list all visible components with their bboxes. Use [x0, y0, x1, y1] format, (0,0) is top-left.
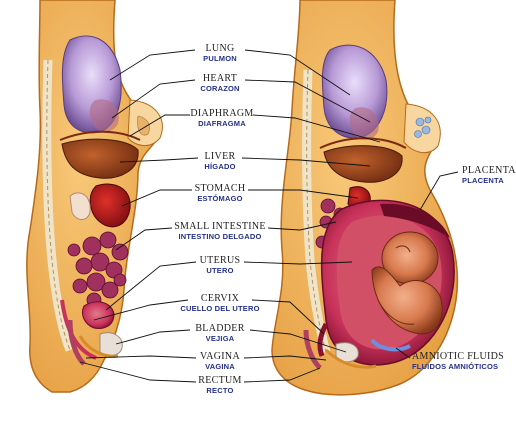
label-placenta: PLACENTA PLACENTA [462, 166, 516, 186]
label-vagina: VAGINA VAGINA [200, 352, 240, 372]
label-placenta-en: PLACENTA [462, 166, 516, 176]
left-figure [27, 0, 163, 392]
label-cervix: CERVIX CUELLO DEL UTERO [180, 294, 259, 314]
label-heart: HEART CORAZON [200, 74, 239, 94]
label-vagina-en: VAGINA [200, 352, 240, 362]
label-rectum: RECTUM RECTO [198, 376, 241, 396]
label-bladder-en: BLADDER [195, 324, 244, 334]
label-amniotic-fluids: AMNIOTIC FLUIDS FLUIDOS AMNIÓTICOS [412, 352, 504, 372]
left-bladder [100, 333, 122, 356]
label-lung: LUNG PULMON [203, 44, 237, 64]
label-stomach: STOMACH ESTÓMAGO [195, 184, 246, 204]
label-placenta-es: PLACENTA [462, 176, 516, 186]
label-rectum-es: RECTO [198, 386, 241, 396]
label-diaphragm: DIAPHRAGM DIAFRAGMA [190, 109, 253, 129]
label-lung-en: LUNG [203, 44, 237, 54]
label-liver: LIVER HÍGADO [204, 152, 235, 172]
label-bladder-es: VEJIGA [195, 334, 244, 344]
label-stomach-en: STOMACH [195, 184, 246, 194]
right-figure [272, 0, 457, 395]
label-heart-es: CORAZON [200, 84, 239, 94]
label-amniotic-fluids-es: FLUIDOS AMNIÓTICOS [412, 362, 504, 372]
label-cervix-en: CERVIX [180, 294, 259, 304]
label-liver-en: LIVER [204, 152, 235, 162]
label-vagina-es: VAGINA [200, 362, 240, 372]
label-amniotic-fluids-en: AMNIOTIC FLUIDS [412, 352, 504, 362]
label-heart-en: HEART [200, 74, 239, 84]
label-small-intestine-es: INTESTINO DELGADO [174, 232, 266, 242]
label-uterus: UTERUS UTERO [200, 256, 241, 276]
label-diaphragm-es: DIAFRAGMA [190, 119, 253, 129]
label-uterus-en: UTERUS [200, 256, 241, 266]
label-stomach-es: ESTÓMAGO [195, 194, 246, 204]
label-liver-es: HÍGADO [204, 162, 235, 172]
label-rectum-en: RECTUM [198, 376, 241, 386]
label-small-intestine: SMALL INTESTINE INTESTINO DELGADO [174, 222, 266, 242]
label-bladder: BLADDER VEJIGA [195, 324, 244, 344]
label-lung-es: PULMON [203, 54, 237, 64]
label-small-intestine-en: SMALL INTESTINE [174, 222, 266, 232]
label-uterus-es: UTERO [200, 266, 241, 276]
label-cervix-es: CUELLO DEL UTERO [180, 304, 259, 314]
label-diaphragm-en: DIAPHRAGM [190, 109, 253, 119]
